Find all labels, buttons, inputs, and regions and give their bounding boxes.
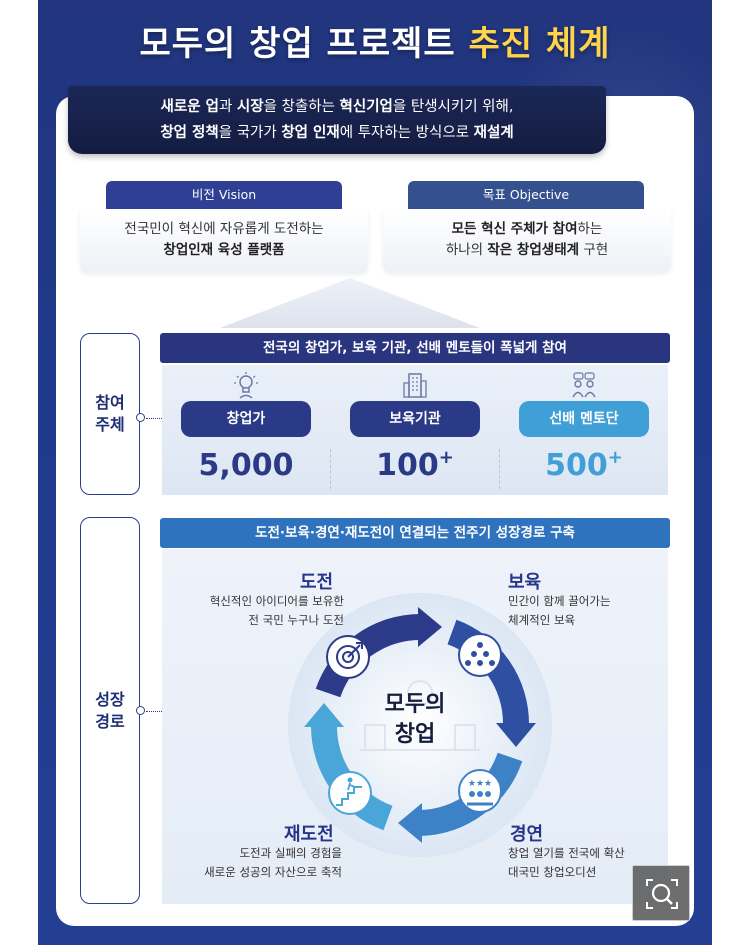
arrow-head: [496, 723, 536, 747]
founder-count: 5,000: [198, 448, 294, 483]
arrow-head: [304, 703, 344, 727]
participant-founder: 창업가 5,000: [162, 365, 330, 495]
connector-dot: [136, 706, 145, 715]
connector-dot: [136, 413, 145, 422]
divider: [499, 449, 500, 489]
vision-box: 전국민이 혁신에 자유롭게 도전하는 창업인재 육성 플랫폼: [80, 209, 368, 273]
participants-band: 전국의 창업가, 보육 기관, 선배 멘토들이 폭넓게 참여: [160, 333, 670, 363]
svg-text:★★★: ★★★: [468, 779, 492, 789]
target-icon: [326, 635, 370, 679]
arrow-segment-incubation: [447, 619, 530, 726]
arrow-head: [418, 607, 442, 647]
star-people-icon: ★★★: [458, 769, 502, 813]
center-sun-decoration: [360, 680, 480, 751]
stage-rechallenge-title: 재도전: [284, 824, 334, 845]
mentor-count: 500+: [545, 447, 623, 483]
mentor-group-icon: [572, 372, 596, 398]
founder-pill: 창업가: [181, 401, 311, 437]
connector-line: [146, 418, 162, 419]
participants-side-label: 참여 주체: [80, 333, 140, 495]
building-icon: [403, 373, 427, 398]
growth-band: 도전·보육·경연·재도전이 연결되는 전주기 성장경로 구축: [160, 518, 670, 548]
participant-incubator: 보육기관 100+: [331, 365, 499, 495]
vision-header: 비전 Vision: [106, 181, 342, 209]
participants-panel: 창업가 5,000 보육기관 100+ 선배 멘토단 500+: [162, 365, 668, 495]
team-pyramid-icon: [458, 633, 502, 677]
participant-mentors: 선배 멘토단 500+: [500, 365, 668, 495]
climbing-stairs-icon: [328, 771, 372, 815]
zoom-button[interactable]: [632, 865, 690, 921]
lightbulb-person-icon: [234, 372, 258, 399]
page-title: 모두의 창업 프로젝트 추진 체계: [139, 24, 611, 64]
zoom-icon: [646, 879, 678, 909]
connector-line: [146, 711, 162, 712]
stage-incubation-title: 보육: [508, 572, 542, 593]
incubator-count: 100+: [376, 447, 454, 483]
stage-challenge-title: 도전: [300, 572, 334, 593]
growth-side-label: 성장 경로: [80, 517, 140, 904]
stage-contest-title: 경연: [510, 824, 544, 845]
cycle-center-label: 모두의 창업: [384, 692, 446, 747]
divider: [330, 449, 331, 489]
vision-line2: 창업인재 육성 플랫폼: [163, 242, 285, 258]
vision-line1: 전국민이 혁신에 자유롭게 도전하는: [124, 221, 324, 237]
objective-header: 목표 Objective: [408, 181, 644, 209]
arrow-head: [398, 803, 422, 843]
mentor-pill: 선배 멘토단: [519, 401, 649, 437]
incubator-pill: 보육기관: [350, 401, 480, 437]
growth-cycle-diagram: ★★★: [288, 593, 552, 857]
intro-banner: 새로운 업과 시장을 창출하는 혁신기업을 탄생시키기 위해, 창업 정책을 국…: [68, 86, 606, 154]
objective-box: 모든 혁신 주체가 참여하는 하나의 작은 창업생태계 구현: [383, 209, 671, 273]
